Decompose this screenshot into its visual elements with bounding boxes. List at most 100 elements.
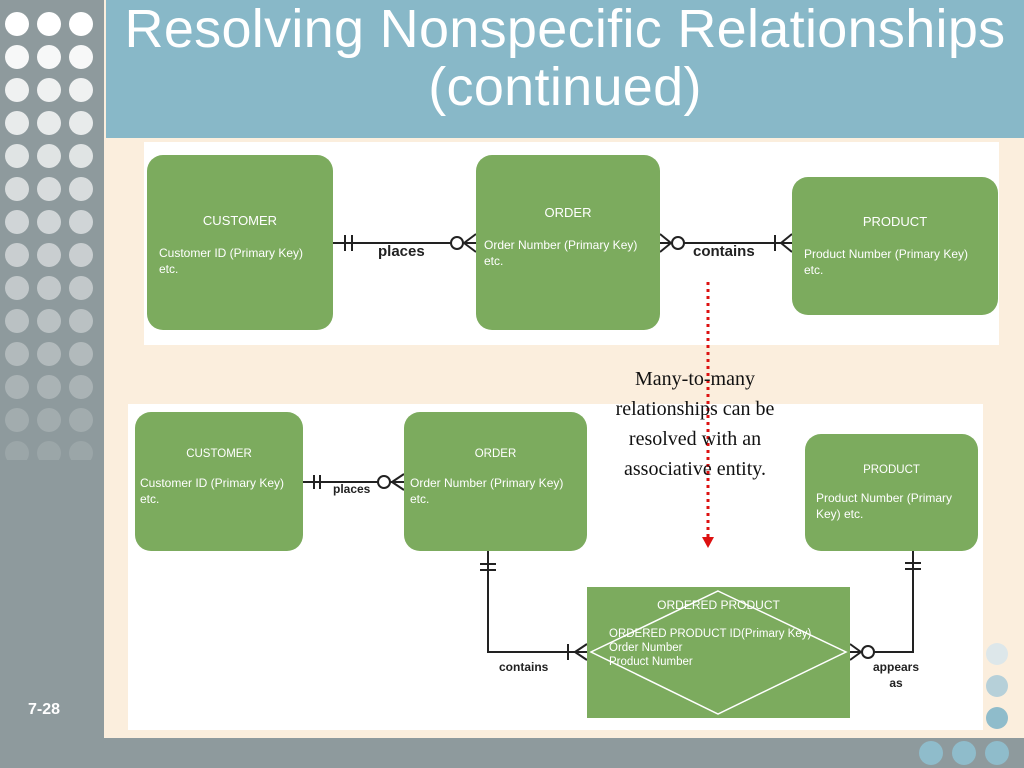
decor-dot xyxy=(5,309,29,333)
top-order-circle xyxy=(450,236,464,250)
associative-diamond xyxy=(589,590,848,715)
decor-dot xyxy=(5,210,29,234)
decor-dot xyxy=(986,707,1008,729)
decor-dot xyxy=(69,45,93,69)
entity-attributes: Order Number (Primary Key) etc. xyxy=(410,476,564,506)
bottom-bar xyxy=(0,738,1024,768)
top-places-label: places xyxy=(378,243,425,260)
entity-attributes: Product Number (Primary Key) etc. xyxy=(816,491,953,521)
bottom-customer-entity: CUSTOMER Customer ID (Primary Key) etc. xyxy=(135,412,303,551)
decor-dot xyxy=(69,276,93,300)
callout-text: Many-to-many relationships can be resolv… xyxy=(615,368,775,480)
decor-dot xyxy=(5,144,29,168)
decor-dot xyxy=(37,342,61,366)
entity-attributes: Customer ID (Primary Key) etc. xyxy=(159,246,304,276)
title-bar xyxy=(106,0,1024,138)
decor-dot xyxy=(5,276,29,300)
entity-name: CUSTOMER xyxy=(186,448,252,460)
bottom-product-entity: PRODUCT Product Number (Primary Key) etc… xyxy=(805,434,978,551)
top-order-crow4 xyxy=(659,242,672,253)
entity-attributes: Product Number (Primary Key) etc. xyxy=(804,247,969,277)
top-customer-entity: CUSTOMER Customer ID (Primary Key) etc. xyxy=(147,155,333,330)
decor-dot xyxy=(37,144,61,168)
entity-name: ORDER xyxy=(544,205,592,220)
decor-dot xyxy=(69,144,93,168)
slide-number: 7-28 xyxy=(28,701,61,718)
decor-dot xyxy=(69,210,93,234)
bottom-assoc-crow2 xyxy=(574,651,588,661)
decor-dot xyxy=(5,78,29,102)
sidebar-dot-pattern xyxy=(5,12,93,460)
bottom-assoc-crow1 xyxy=(574,643,588,653)
decor-dot xyxy=(37,177,61,201)
decor-dot xyxy=(37,309,61,333)
bottom-appears-line xyxy=(850,551,914,653)
bottom-order-entity: ORDER Order Number (Primary Key) etc. xyxy=(404,412,587,551)
decor-dot xyxy=(69,12,93,36)
entity-attributes: Customer ID (Primary Key) etc. xyxy=(140,476,285,506)
top-product-crow2 xyxy=(780,242,793,253)
decor-dot xyxy=(985,741,1009,765)
slide-title: Resolving Nonspecific Relationships (con… xyxy=(124,0,1006,117)
decor-dot xyxy=(37,45,61,69)
decor-dot xyxy=(5,177,29,201)
decor-dot xyxy=(5,111,29,135)
decor-dot xyxy=(5,441,29,460)
decor-dot xyxy=(919,741,943,765)
decor-dot xyxy=(37,276,61,300)
entity-name: CUSTOMER xyxy=(202,213,278,228)
decor-dot xyxy=(37,243,61,267)
bottom-assoc-crow3 xyxy=(849,643,862,653)
bottom-appears-as-label: appears as xyxy=(873,660,920,690)
decor-dot xyxy=(5,45,29,69)
decor-dot xyxy=(69,375,93,399)
decor-dot xyxy=(37,12,61,36)
decor-dot xyxy=(69,342,93,366)
entity-attributes: Order Number (Primary Key) etc. xyxy=(484,238,638,268)
decor-dot xyxy=(5,342,29,366)
decor-dot xyxy=(37,210,61,234)
top-order-crow2 xyxy=(463,242,477,253)
sidebar xyxy=(0,0,104,738)
decor-dot xyxy=(952,741,976,765)
decor-dot xyxy=(69,111,93,135)
entity-name: PRODUCT xyxy=(862,214,928,229)
decor-dot xyxy=(986,675,1008,697)
decor-dot xyxy=(69,309,93,333)
decor-dot xyxy=(5,12,29,36)
decor-dot xyxy=(986,643,1008,665)
decor-dot xyxy=(69,78,93,102)
top-product-entity: PRODUCT Product Number (Primary Key) etc… xyxy=(792,177,998,315)
top-order-circle2 xyxy=(671,236,685,250)
bottom-contains-label: contains xyxy=(499,660,549,674)
entity-name: PRODUCT xyxy=(863,464,920,476)
bottom-places-label: places xyxy=(333,482,371,496)
top-order-entity: ORDER Order Number (Primary Key) etc. xyxy=(476,155,660,330)
decor-dot xyxy=(37,375,61,399)
decor-dot xyxy=(69,177,93,201)
decor-dot xyxy=(5,408,29,432)
bottom-order-circle xyxy=(377,475,391,489)
decor-dot xyxy=(37,111,61,135)
decor-dot xyxy=(37,78,61,102)
decor-dot xyxy=(69,441,93,460)
ordered-product-associative-entity: ORDERED PRODUCT ORDERED PRODUCT ID(Prima… xyxy=(587,587,850,718)
corner-dot-pattern xyxy=(986,643,1008,729)
bottom-order-crow1 xyxy=(391,473,405,483)
top-product-crow1 xyxy=(780,233,793,244)
entity-name: ORDERED PRODUCT xyxy=(657,598,780,612)
decor-dot xyxy=(37,441,61,460)
decor-dot xyxy=(5,243,29,267)
decor-dot xyxy=(5,375,29,399)
bottom-dot-pattern xyxy=(919,741,1009,765)
bottom-order-crow2 xyxy=(391,481,405,491)
top-contains-label: contains xyxy=(693,243,755,260)
top-order-crow1 xyxy=(463,233,477,244)
decor-dot xyxy=(69,243,93,267)
decor-dot xyxy=(69,408,93,432)
bottom-assoc-circle xyxy=(861,645,875,659)
bottom-assoc-crow4 xyxy=(849,651,862,661)
callout-arrow-head xyxy=(702,537,714,548)
entity-name: ORDER xyxy=(474,448,517,460)
